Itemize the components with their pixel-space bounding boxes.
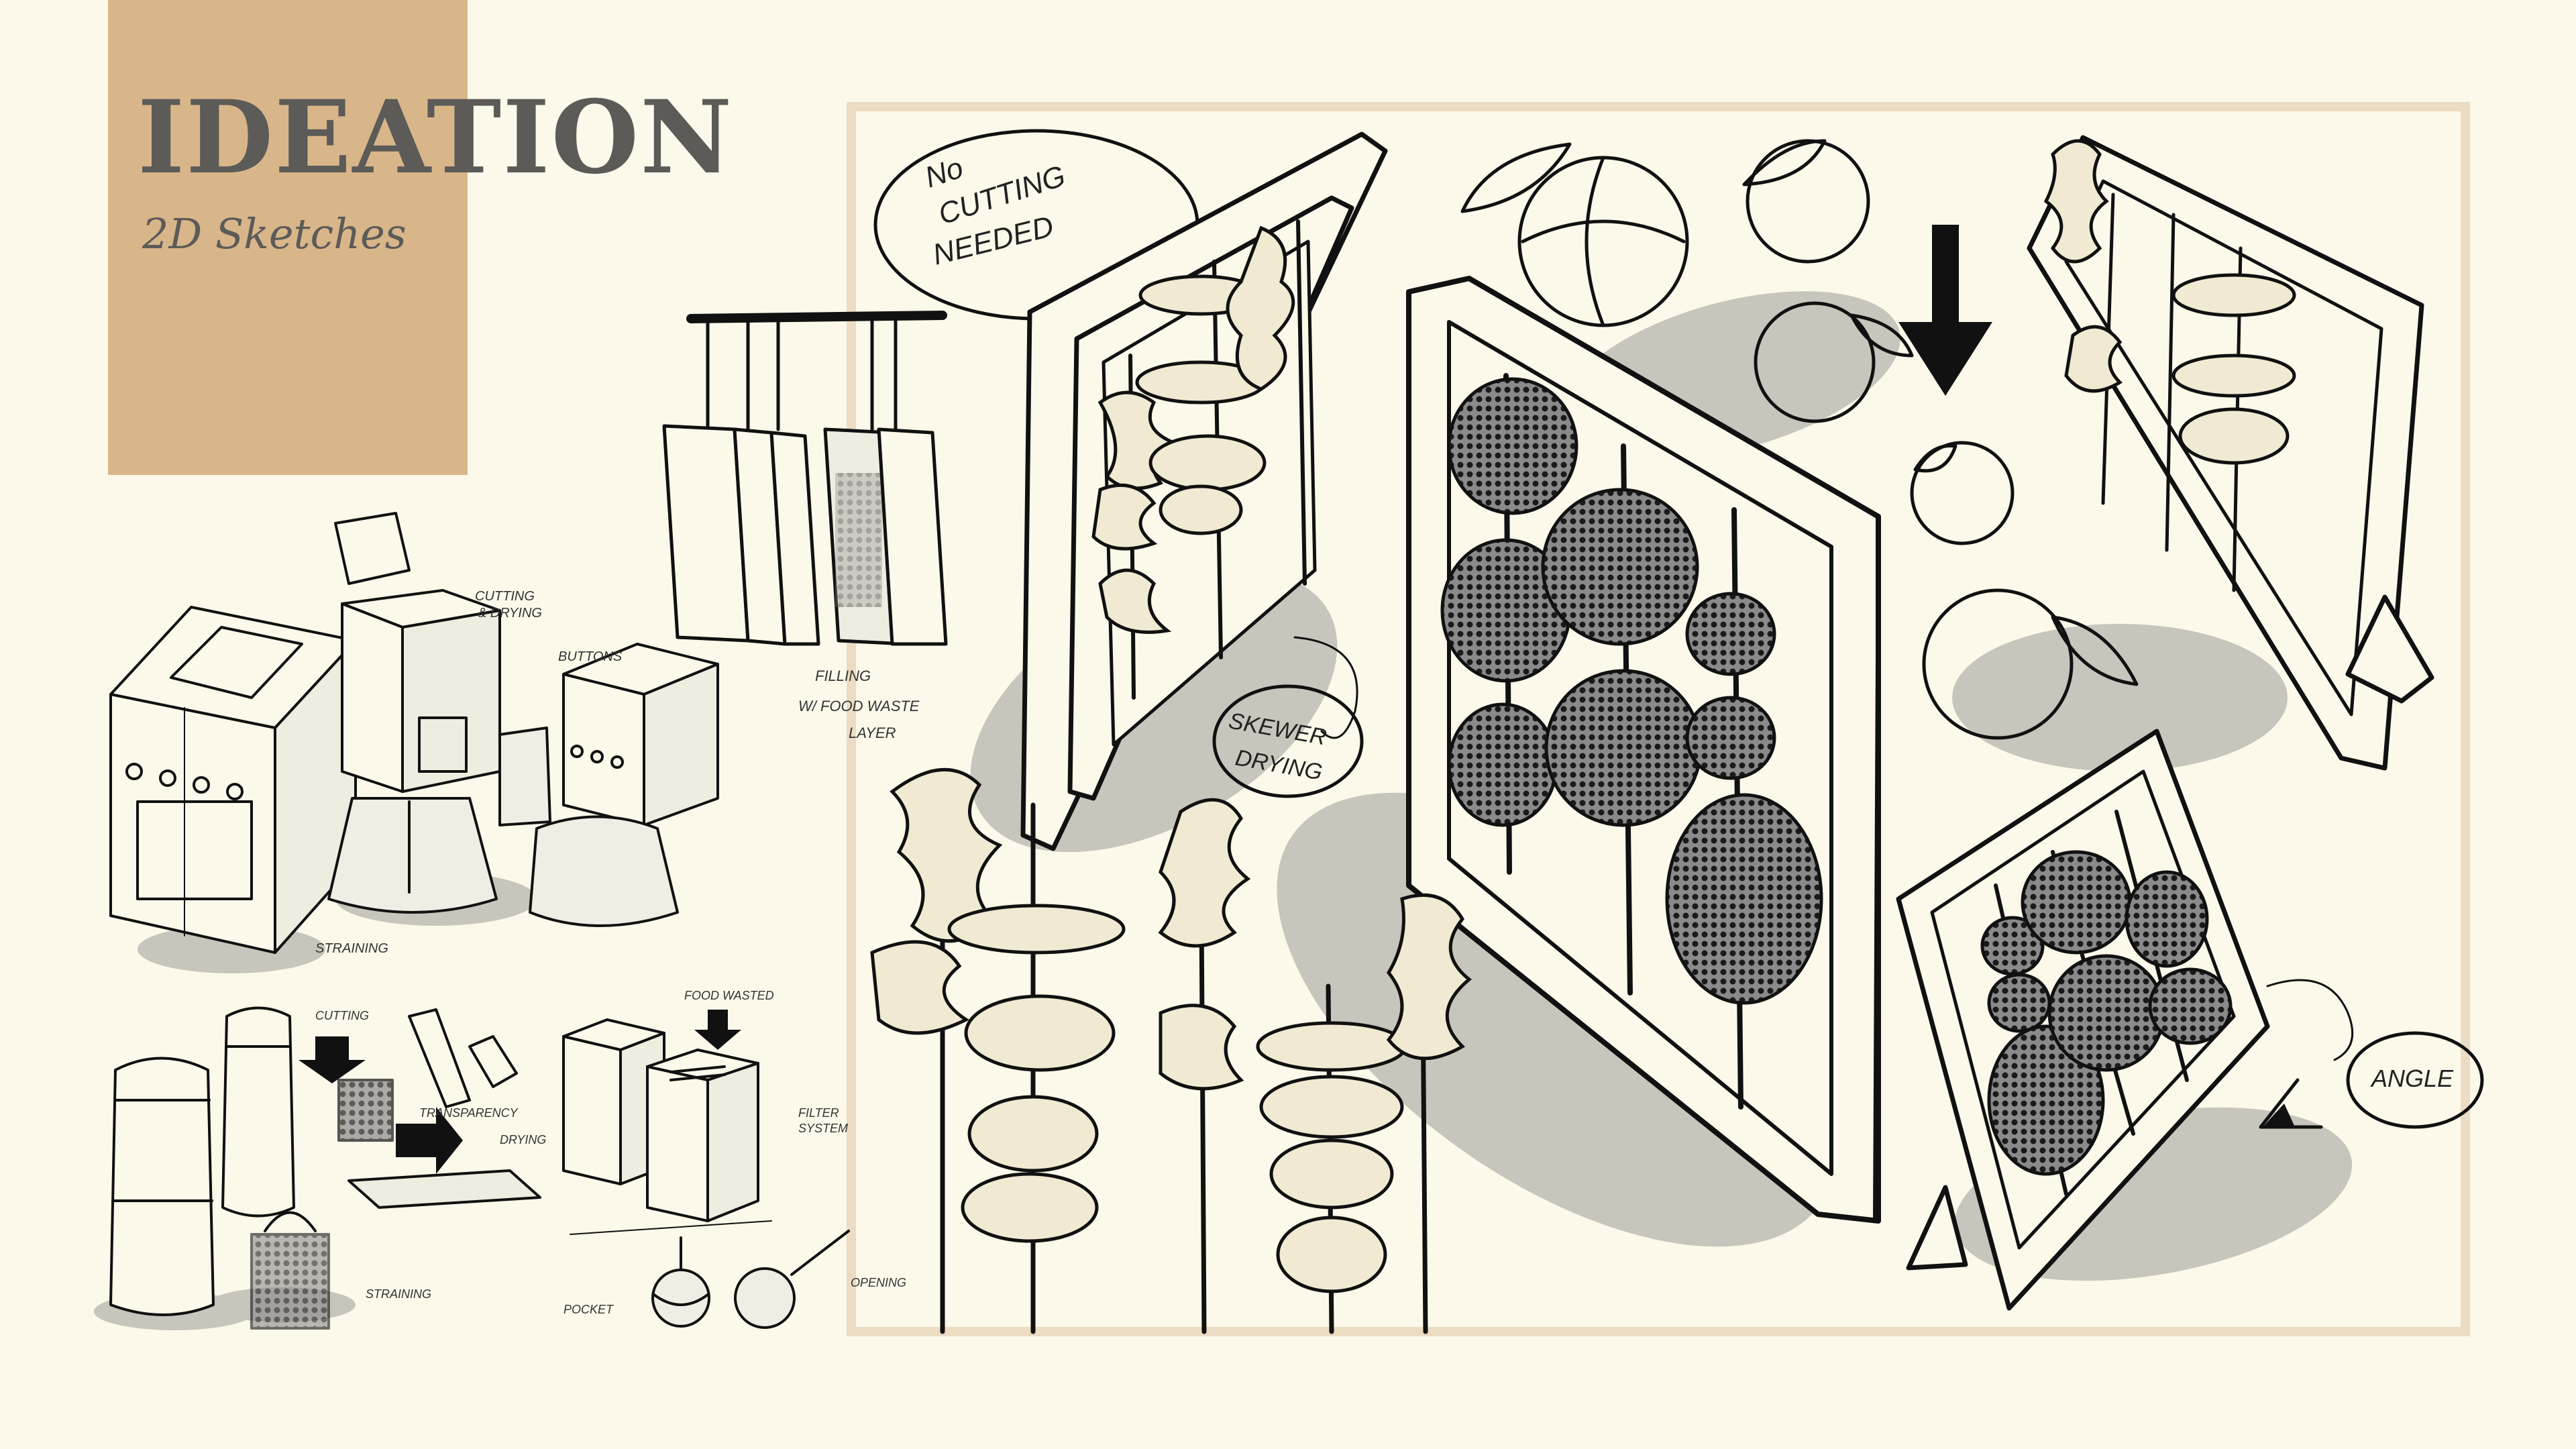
label-buttons: BUTTONS [558, 649, 623, 664]
bottle-sketches: CUTTING TRANSPARENCY DRYING STRAINING [94, 1006, 546, 1330]
label-cutting-drying-2: & DRYING [478, 606, 542, 621]
label-food-wasted: FOOD WASTED [684, 989, 774, 1002]
note-angle-text: ANGLE [2370, 1065, 2454, 1092]
label-opening: OPENING [851, 1276, 906, 1289]
skewer-frame-left [1020, 131, 1388, 851]
citrus-fruits [1460, 139, 2139, 740]
hanging-rail-sketch: FILLING W/ FOOD WASTE LAYER [662, 311, 948, 741]
label-drying-small: DRYING [500, 1133, 546, 1146]
page-subtitle: 2D Sketches [142, 209, 407, 258]
appliance-sketches: CUTTING & DRYING BUTTONS STRAINING [109, 512, 719, 973]
skewer-frame-right [2027, 135, 2434, 771]
label-cutting-small: CUTTING [315, 1009, 369, 1022]
label-filter-system-1: FILTER [798, 1106, 839, 1120]
label-cutting-drying-1: CUTTING [475, 589, 535, 604]
label-straining-1: STRAINING [315, 941, 388, 956]
note-no-cutting-line1: No [921, 152, 967, 195]
label-filling-1: FILLING [815, 667, 871, 684]
page-title: IDEATION [138, 78, 734, 197]
label-pocket: POCKET [564, 1303, 614, 1316]
label-filling-2: W/ FOOD WASTE [798, 698, 920, 714]
note-angle: ANGLE [2259, 1031, 2484, 1129]
citrus-frame-center [1406, 276, 1881, 1224]
standing-skewers [870, 767, 1472, 1334]
label-transparency: TRANSPARENCY [419, 1106, 519, 1120]
label-straining-2: STRAINING [366, 1287, 431, 1301]
title-accent-block [108, 0, 468, 475]
sketch-frame [847, 102, 2470, 1336]
label-filter-system-2: SYSTEM [798, 1122, 848, 1135]
citrus-frame-angle [1896, 729, 2354, 1311]
box-and-ball-sketches: FOOD WASTED FILTER SYSTEM POCKET OPENING [562, 989, 906, 1329]
label-filling-3: LAYER [849, 724, 896, 741]
